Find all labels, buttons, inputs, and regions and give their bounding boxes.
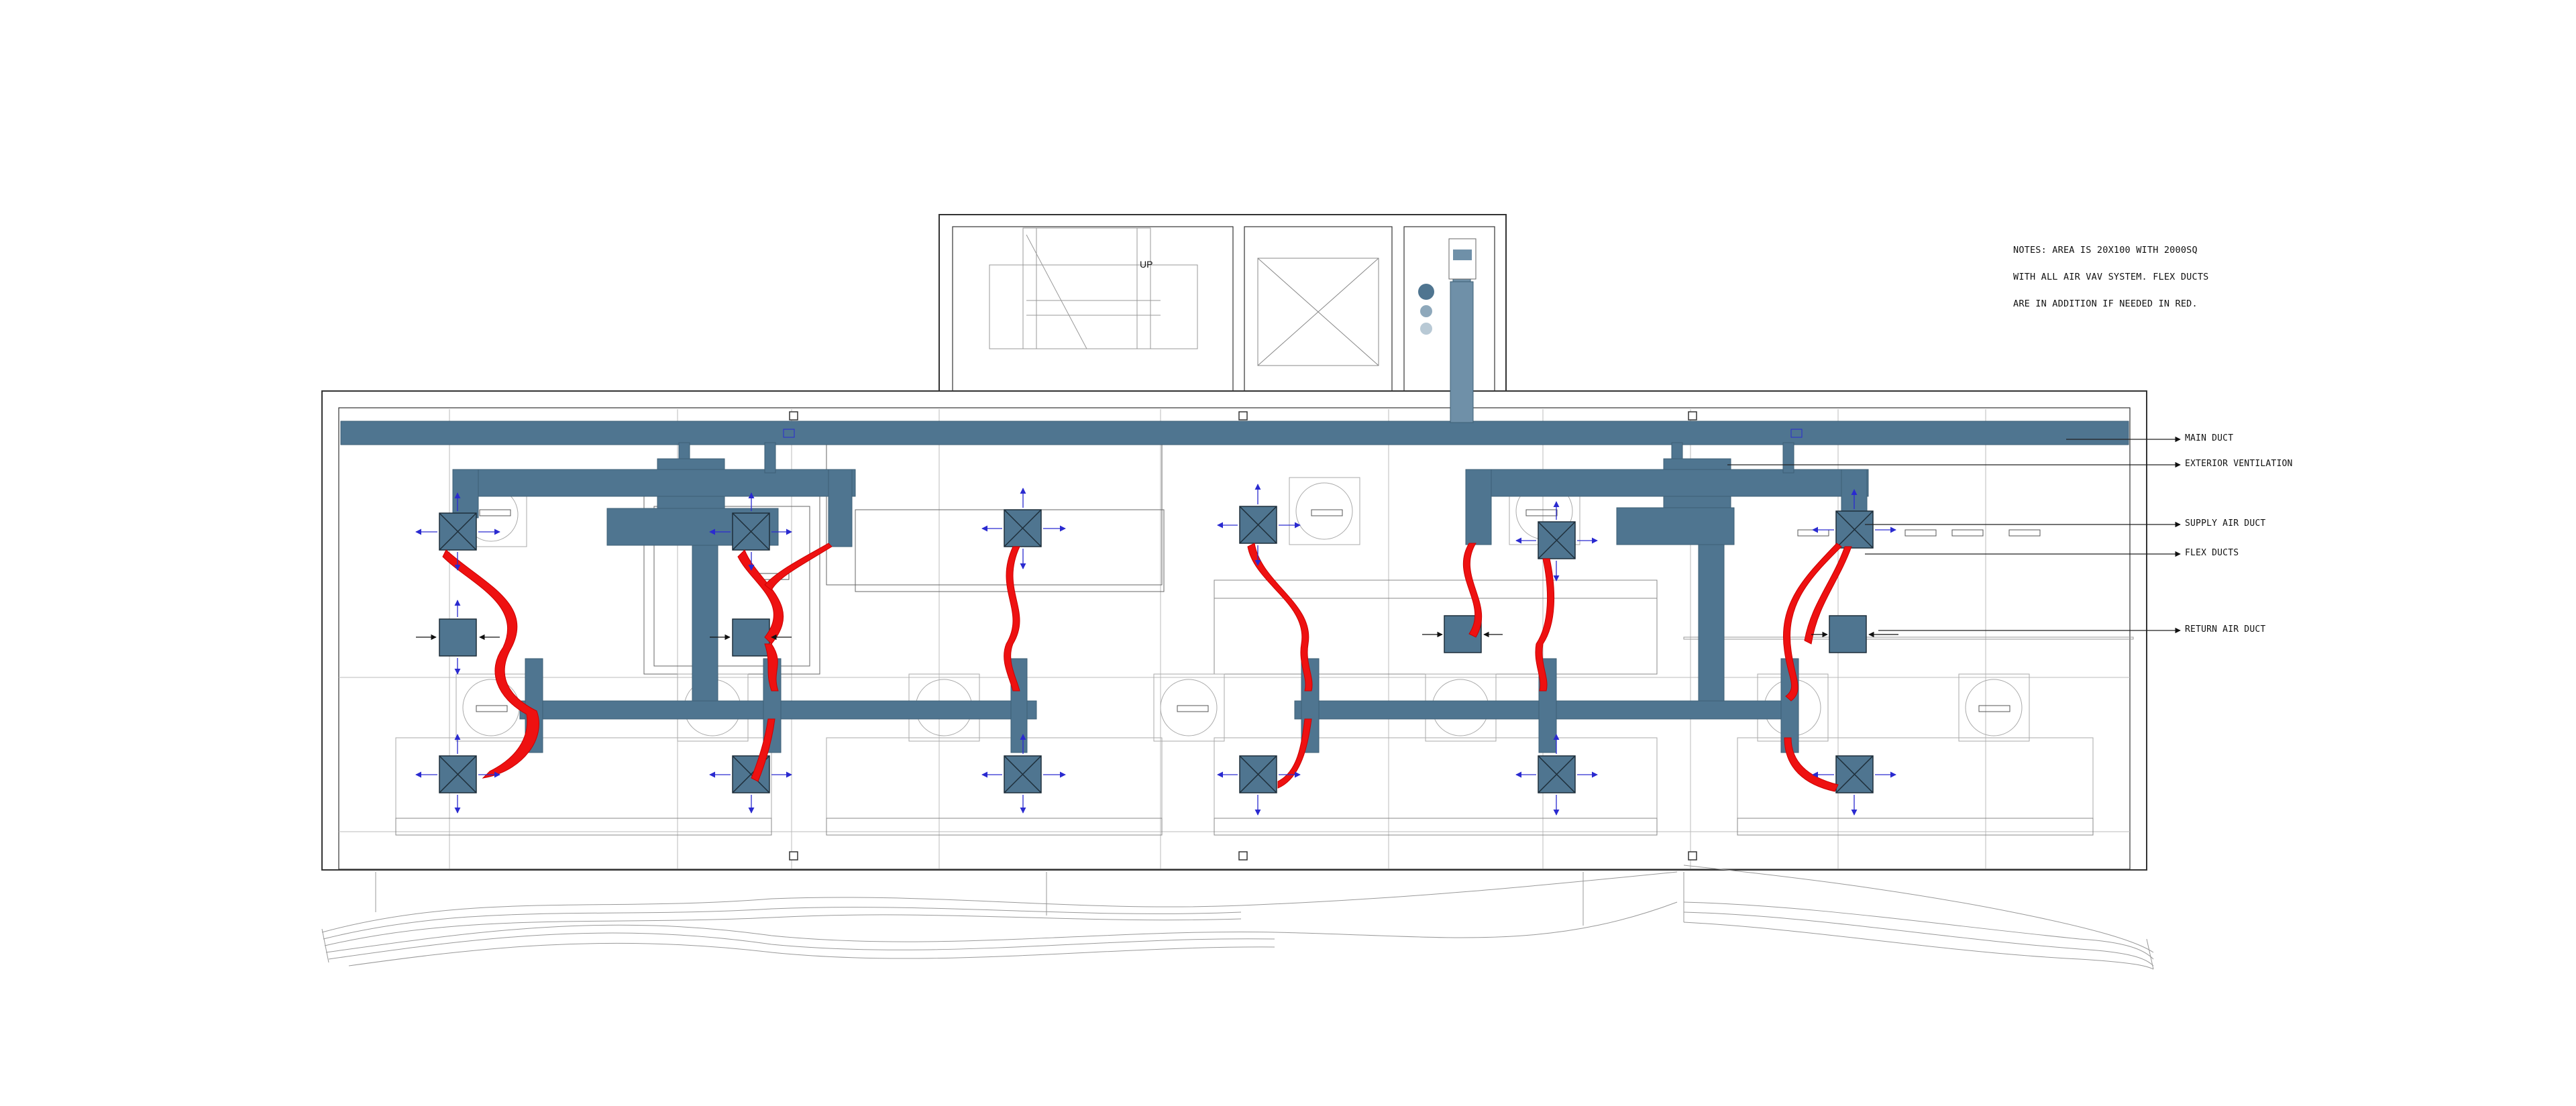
project-notes: NOTES: AREA IS 20X100 WITH 2000SQ WITH A… (2013, 230, 2295, 324)
mechanical-shaft-equipment (783, 238, 1803, 438)
label-supply-air-duct: SUPPLY AIR DUCT (2185, 518, 2266, 529)
stair (989, 227, 1198, 349)
notes-line-1: NOTES: AREA IS 20X100 WITH 2000SQ (2013, 245, 2198, 256)
ceiling-grid (339, 409, 2134, 869)
label-flex-ducts: FLEX DUCTS (2185, 548, 2239, 558)
facade-canopy (321, 865, 2154, 970)
vav-boxes (439, 506, 1874, 793)
main-duct (340, 242, 2129, 445)
elevator (1257, 258, 1379, 366)
column-markers (789, 411, 1697, 861)
label-return-air-duct: RETURN AIR DUCT (2185, 624, 2266, 634)
return-arrows (416, 631, 1898, 641)
label-main-duct: MAIN DUCT (2185, 433, 2234, 443)
airflow-arrows (415, 484, 1896, 816)
notes-line-3: ARE IN ADDITION IF NEEDED IN RED. (2013, 298, 2198, 309)
flex-ducts (442, 543, 1852, 792)
notes-line-2: WITH ALL AIR VAV SYSTEM. FLEX DUCTS (2013, 272, 2209, 282)
callout-leaders (1727, 436, 2181, 634)
stair-up-label: UP (1140, 259, 1153, 270)
label-exterior-ventilation: EXTERIOR VENTILATION (2185, 459, 2293, 469)
branch-ducts (452, 442, 1869, 753)
